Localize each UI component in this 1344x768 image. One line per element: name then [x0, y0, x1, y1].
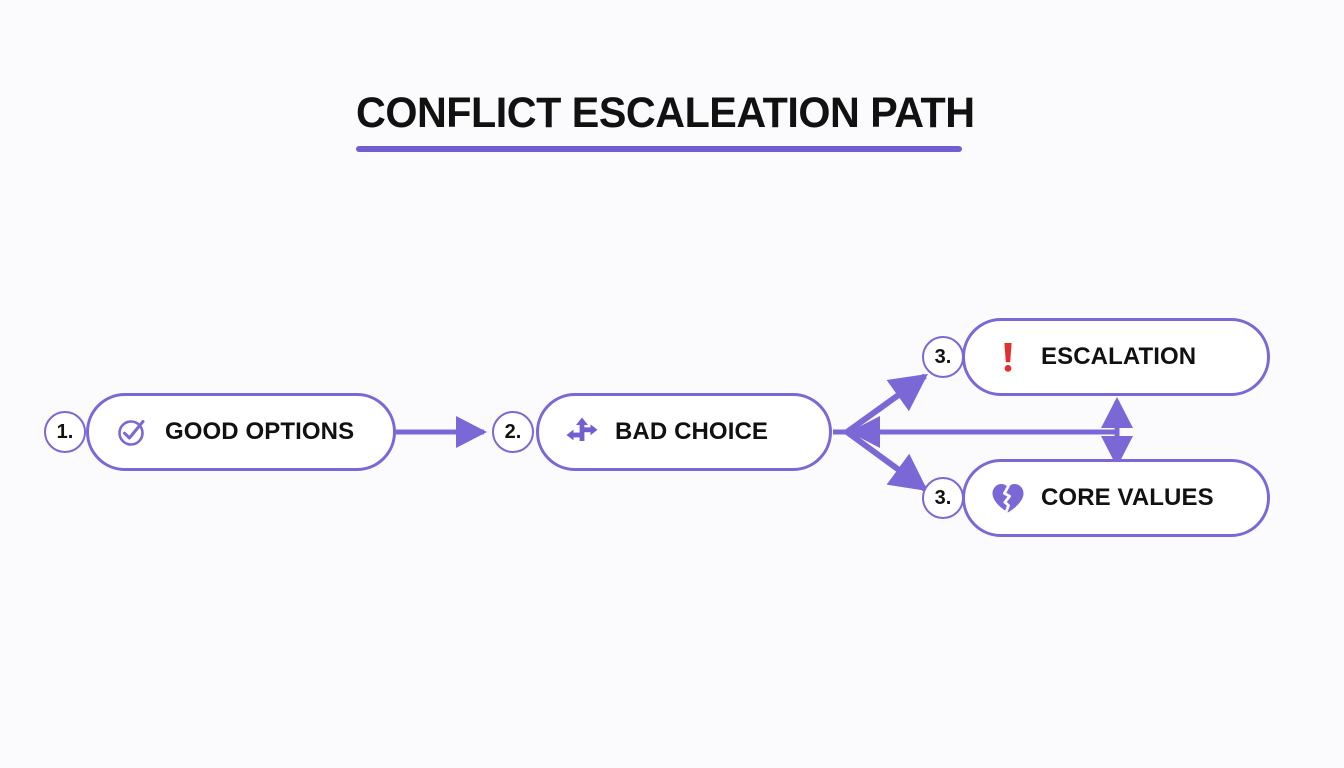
node-label-good-options: GOOD OPTIONS [165, 418, 355, 445]
title-underline [356, 146, 962, 153]
node-label-escalation: ESCALATION [1041, 343, 1197, 370]
step-badge-1: 1. [44, 411, 86, 453]
node-good-options[interactable]: GOOD OPTIONS [86, 393, 396, 471]
connector-bad-choice-to-core-values [845, 429, 928, 492]
title-block: CONFLICT ESCALEATION PATH [356, 89, 976, 153]
page-title: CONFLICT ESCALEATION PATH [356, 89, 975, 137]
node-label-bad-choice: BAD CHOICE [615, 418, 769, 445]
node-escalation[interactable]: ESCALATION [962, 318, 1270, 396]
connector-bad-choice-to-escalation [845, 373, 928, 435]
node-label-core-values: CORE VALUES [1041, 484, 1214, 511]
node-core-values[interactable]: CORE VALUES [962, 459, 1270, 537]
node-bad-choice[interactable]: BAD CHOICE [536, 393, 832, 471]
step-badge-3-core-values: 3. [922, 477, 964, 519]
step-badge-2: 2. [492, 411, 534, 453]
step-badge-3-escalation: 3. [922, 336, 964, 378]
broken-heart-icon [991, 481, 1025, 515]
crossroads-arrows-icon [565, 415, 599, 449]
check-circle-icon [115, 415, 149, 449]
exclamation-mark-icon [991, 340, 1025, 374]
